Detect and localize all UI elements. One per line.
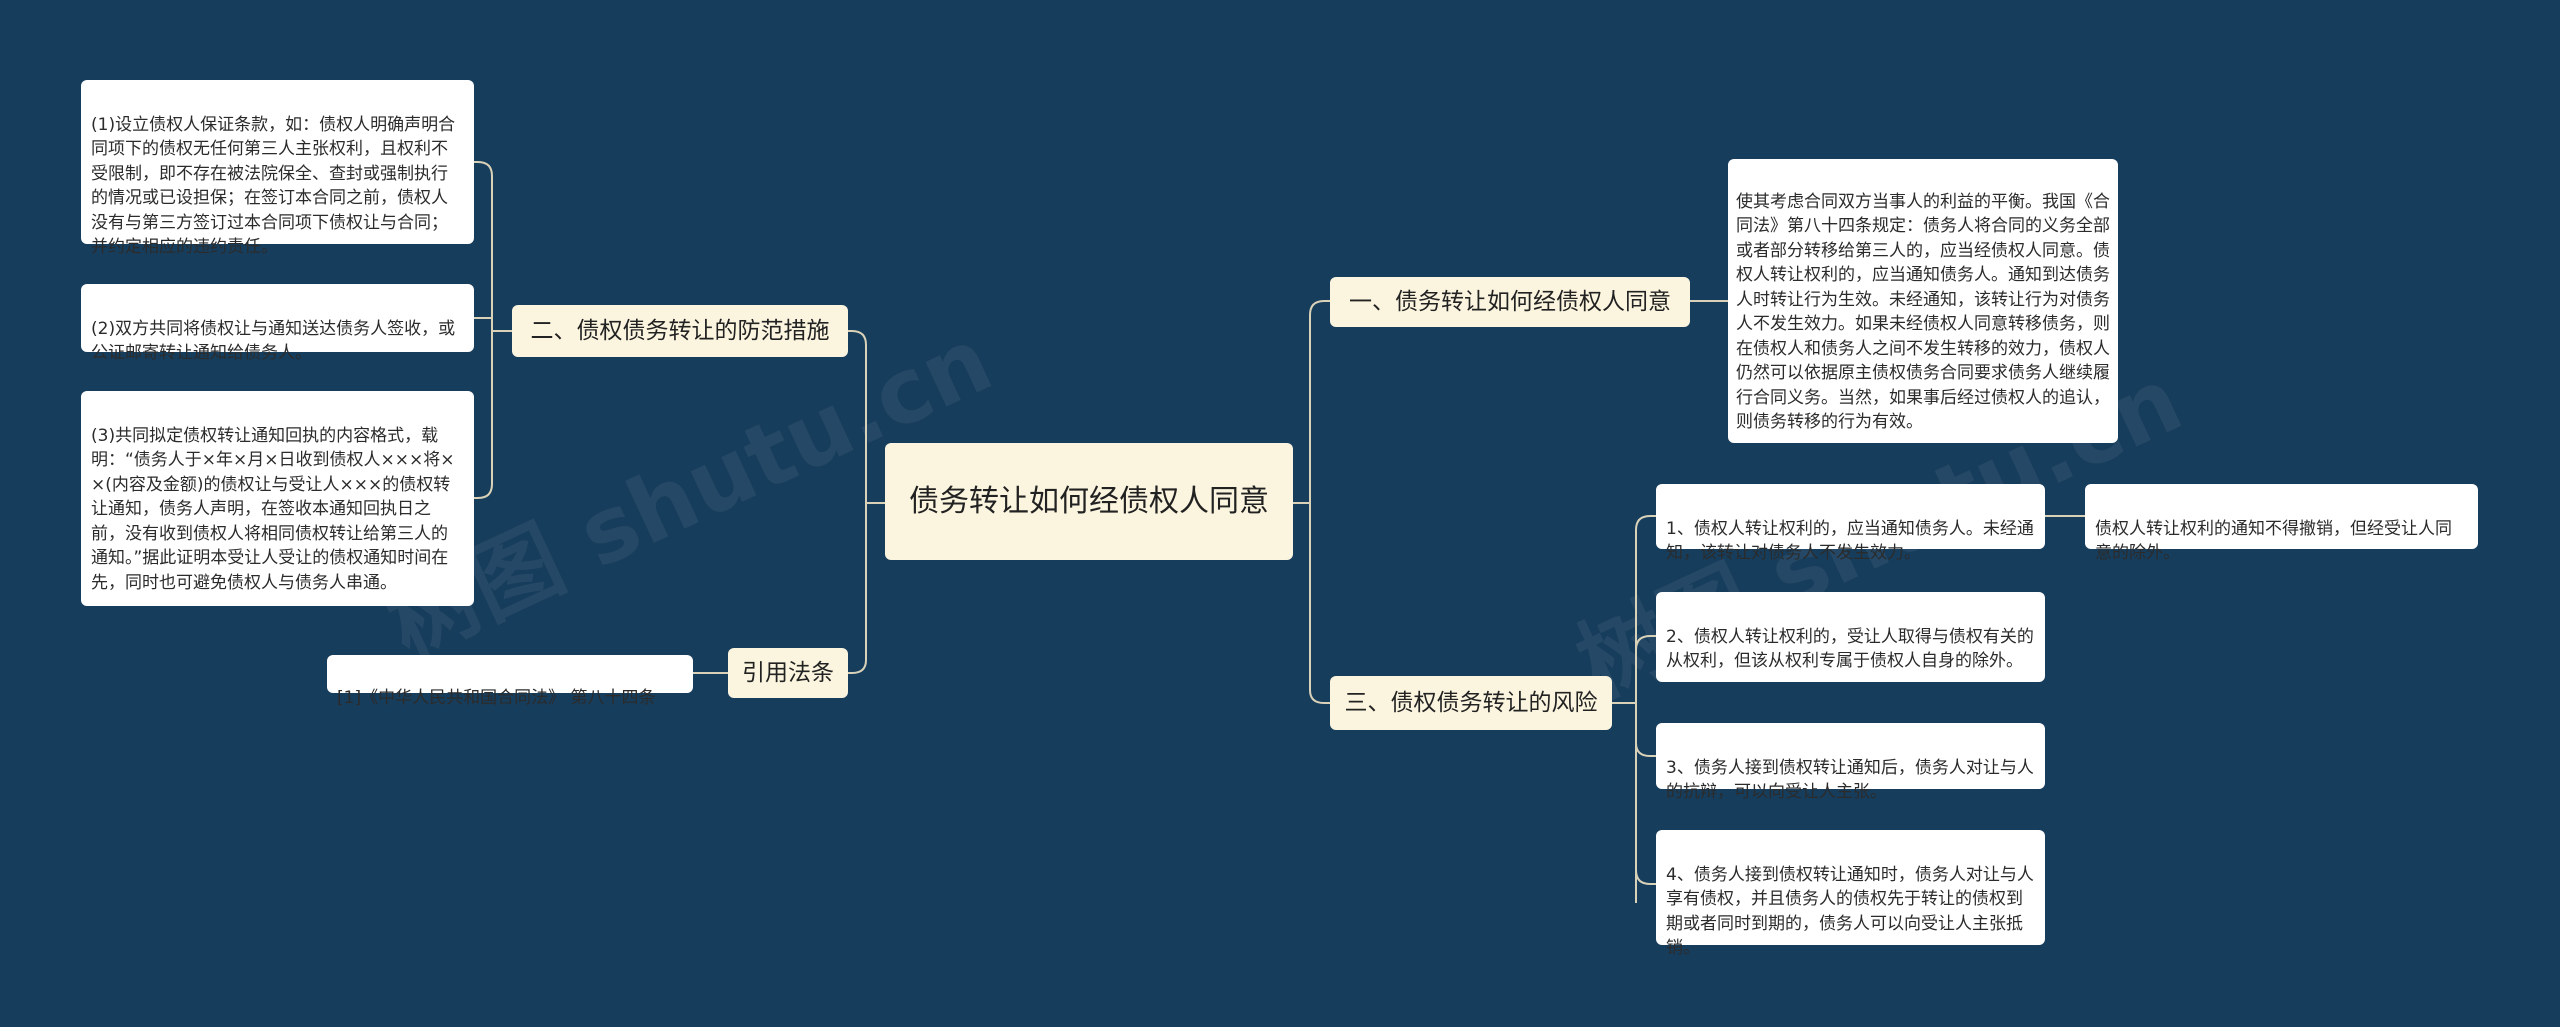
link-root-law <box>848 502 885 674</box>
risk-item-3-text: 3、债务人接到债权转让通知后，债务人对让与人的抗辩，可以向受让人主张。 <box>1666 757 2034 803</box>
risk-item-3[interactable]: 3、债务人接到债权转让通知后，债务人对让与人的抗辩，可以向受让人主张。 <box>1656 723 2045 802</box>
branch-cited-law[interactable]: 引用法条 <box>728 648 848 698</box>
root-topic[interactable]: 债务转让如何经债权人同意 <box>885 443 1293 560</box>
prevention-item-2-text: (2)双方共同将债权让与通知送达债务人签收，或公证邮寄转让通知给债务人。 <box>91 318 456 364</box>
risk-item-4[interactable]: 4、债务人接到债权转让通知时，债务人对让与人享有债权，并且债务人的债权先于转让的… <box>1656 830 2045 958</box>
prevention-item-3[interactable]: (3)共同拟定债权转让通知回执的内容格式，载明：“债务人于×年×月×日收到债权人… <box>81 391 474 606</box>
link-root-branch3 <box>1293 502 1330 704</box>
creditor-consent-detail-text: 使其考虑合同双方当事人的利益的平衡。我国《合同法》第八十四条规定：债务人将合同的… <box>1736 191 2110 433</box>
risk-item-2[interactable]: 2、债权人转让权利的，受让人取得与债权有关的从权利，但该从权利专属于债权人自身的… <box>1656 592 2045 682</box>
cited-law-item-text: [1]《中华人民共和国合同法》 第八十四条 <box>337 687 656 708</box>
branch-prevention-measures-label: 二、债权债务转让的防范措施 <box>530 318 830 344</box>
branch-transfer-risks-label: 三、债权债务转让的风险 <box>1344 690 1598 716</box>
creditor-consent-detail[interactable]: 使其考虑合同双方当事人的利益的平衡。我国《合同法》第八十四条规定：债务人将合同的… <box>1728 159 2118 443</box>
risk-item-4-text: 4、债务人接到债权转让通知时，债务人对让与人享有债权，并且债务人的债权先于转让的… <box>1666 864 2034 959</box>
risk-item-2-text: 2、债权人转让权利的，受让人取得与债权有关的从权利，但该从权利专属于债权人自身的… <box>1666 626 2034 672</box>
link-branch3-items <box>1612 515 1656 903</box>
prevention-item-1[interactable]: (1)设立债权人保证条款，如：债权人明确声明合同项下的债权无任何第三人主张权利，… <box>81 80 474 257</box>
risk-item-1-note[interactable]: 债权人转让权利的通知不得撤销，但经受让人同意的除外。 <box>2085 484 2478 563</box>
risk-item-1-note-text: 债权人转让权利的通知不得撤销，但经受让人同意的除外。 <box>2095 518 2452 564</box>
root-topic-label: 债务转让如何经债权人同意 <box>909 483 1269 519</box>
cited-law-item[interactable]: [1]《中华人民共和国合同法》 第八十四条 <box>327 655 693 708</box>
prevention-item-1-text: (1)设立债权人保证条款，如：债权人明确声明合同项下的债权无任何第三人主张权利，… <box>91 114 456 258</box>
link-root-branch1 <box>1293 300 1330 504</box>
link-root-branch2 <box>848 330 885 504</box>
branch-creditor-consent[interactable]: 一、债务转让如何经债权人同意 <box>1330 277 1690 327</box>
branch-creditor-consent-label: 一、债务转让如何经债权人同意 <box>1349 289 1671 315</box>
branch-prevention-measures[interactable]: 二、债权债务转让的防范措施 <box>512 305 848 357</box>
risk-item-1-text: 1、债权人转让权利的，应当通知债务人。未经通知，该转让对债务人不发生效力。 <box>1666 518 2034 564</box>
prevention-item-2[interactable]: (2)双方共同将债权让与通知送达债务人签收，或公证邮寄转让通知给债务人。 <box>81 284 474 363</box>
risk-item-1[interactable]: 1、债权人转让权利的，应当通知债务人。未经通知，该转让对债务人不发生效力。 <box>1656 484 2045 563</box>
prevention-item-3-text: (3)共同拟定债权转让通知回执的内容格式，载明：“债务人于×年×月×日收到债权人… <box>91 425 455 593</box>
branch-cited-law-label: 引用法条 <box>742 660 834 686</box>
branch-transfer-risks[interactable]: 三、债权债务转让的风险 <box>1330 676 1612 730</box>
link-branch2-items <box>474 161 512 499</box>
